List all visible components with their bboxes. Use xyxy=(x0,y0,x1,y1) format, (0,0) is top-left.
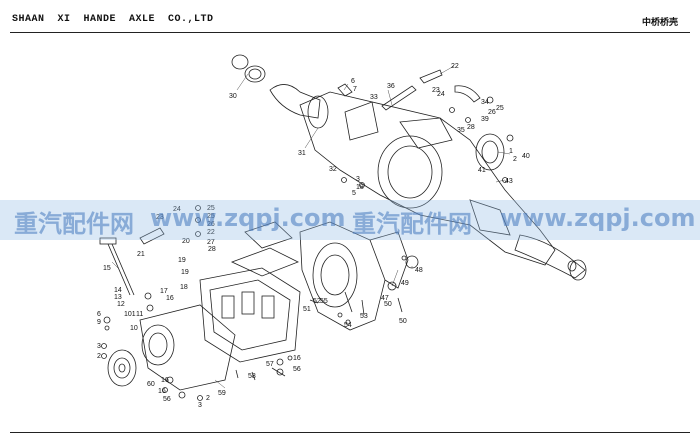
callout-2c: 2 xyxy=(206,395,210,402)
callout-18: 18 xyxy=(356,184,364,191)
callout-25b: 25 xyxy=(207,205,215,212)
watermark-band: 重汽配件网 www.zqpj.com 重汽配件网 www.zqpj.com xyxy=(0,200,700,240)
interaxle-box xyxy=(199,221,301,363)
top-fittings xyxy=(337,69,514,188)
callout-57: 57 xyxy=(266,361,274,368)
callout-33: 33 xyxy=(370,94,378,101)
section-title: 中桥桥壳 xyxy=(641,17,678,27)
callout-101: 101 xyxy=(124,311,136,318)
callout-6: 6 xyxy=(351,78,355,85)
callout-35: 35 xyxy=(457,127,465,134)
leader-lines xyxy=(111,65,511,389)
callout-55: 55 xyxy=(320,298,328,305)
callout-40: 40 xyxy=(522,153,530,160)
callout-1: 1 xyxy=(509,148,513,155)
callout-53: 53 xyxy=(360,313,368,320)
company-name: SHAAN XI HANDE AXLE CO.,LTD xyxy=(12,14,214,25)
callout-7: 7 xyxy=(353,86,357,93)
callout-2b: 2 xyxy=(97,353,101,360)
callout-17: 17 xyxy=(160,288,168,295)
callout-20: 20 xyxy=(182,238,190,245)
callout-10: 10 xyxy=(130,325,138,332)
callout-2: 2 xyxy=(513,156,517,163)
callout-26b: 26 xyxy=(207,221,215,228)
callout-16d: 16 xyxy=(293,355,301,362)
callout-36: 36 xyxy=(387,83,395,90)
callout-5: 5 xyxy=(352,190,356,197)
shift-rod xyxy=(99,227,165,296)
callout-6b: 6 xyxy=(97,311,101,318)
watermark-text: 重汽配件网 xyxy=(352,210,472,238)
callout-54: 54 xyxy=(344,322,352,329)
callout-51: 51 xyxy=(303,306,311,313)
callout-34: 34 xyxy=(481,99,489,106)
callout-48: 48 xyxy=(415,267,423,274)
callout-19b: 19 xyxy=(181,269,189,276)
input-housing xyxy=(107,304,236,391)
callout-15: 15 xyxy=(103,265,111,272)
callout-28: 28 xyxy=(467,124,475,131)
callout-25c: 25 xyxy=(207,213,215,220)
callout-52: 52 xyxy=(313,298,321,305)
callout-50b: 50 xyxy=(384,301,392,308)
callout-22b: 22 xyxy=(207,229,215,236)
callout-41: 41 xyxy=(478,167,486,174)
callout-47: 47 xyxy=(381,295,389,302)
callout-16: 16 xyxy=(166,295,174,302)
callout-3: 3 xyxy=(356,176,360,183)
callout-9: 9 xyxy=(97,319,101,326)
callout-26: 26 xyxy=(488,109,496,116)
callout-21: 21 xyxy=(137,251,145,258)
callout-24: 24 xyxy=(437,91,445,98)
seal-rings xyxy=(231,54,266,83)
callout-39: 39 xyxy=(481,116,489,123)
callout-23b: 23 xyxy=(156,214,164,221)
callout-43: 43 xyxy=(505,178,513,185)
header-rule xyxy=(10,32,690,33)
page-header: SHAAN XI HANDE AXLE CO.,LTD 中桥桥壳 xyxy=(0,0,700,32)
callout-19: 19 xyxy=(178,257,186,264)
axle-housing xyxy=(269,84,587,281)
callout-27: 27 xyxy=(207,239,215,246)
callout-60: 60 xyxy=(147,381,155,388)
callout-23: 23 xyxy=(432,87,440,94)
callout-11: 11 xyxy=(136,311,143,318)
fasteners xyxy=(101,205,407,401)
callout-13: 13 xyxy=(114,294,122,301)
callout-18b: 18 xyxy=(180,284,188,291)
callout-58: 58 xyxy=(248,373,256,380)
footer-rule xyxy=(10,432,690,433)
callout-49: 49 xyxy=(401,280,409,287)
callout-56b: 56 xyxy=(293,366,301,373)
callout-22: 22 xyxy=(451,63,459,70)
callout-3b: 3 xyxy=(97,343,101,350)
watermark-text: 重汽配件网 xyxy=(14,210,134,238)
watermark-url: www.zqpj.com xyxy=(150,204,346,232)
callout-50: 50 xyxy=(399,318,407,325)
callout-56: 56 xyxy=(163,396,171,403)
callout-32: 32 xyxy=(329,166,337,173)
callout-14: 14 xyxy=(114,287,122,294)
watermark-url: www.zqpj.com xyxy=(500,204,696,232)
callout-16b: 16 xyxy=(161,377,169,384)
callout-59: 59 xyxy=(218,390,226,397)
callout-16c: 16 xyxy=(158,388,166,395)
callout-labels: 30 6 7 36 22 33 24 23 35 26 25 34 28 39 … xyxy=(97,63,530,409)
callout-12: 12 xyxy=(117,301,125,308)
callout-3c: 3 xyxy=(198,402,202,409)
callout-28b: 28 xyxy=(208,246,216,253)
callout-30: 30 xyxy=(229,93,237,100)
callout-31: 31 xyxy=(298,150,306,157)
callout-25: 25 xyxy=(496,105,504,112)
callout-24b: 24 xyxy=(173,206,181,213)
